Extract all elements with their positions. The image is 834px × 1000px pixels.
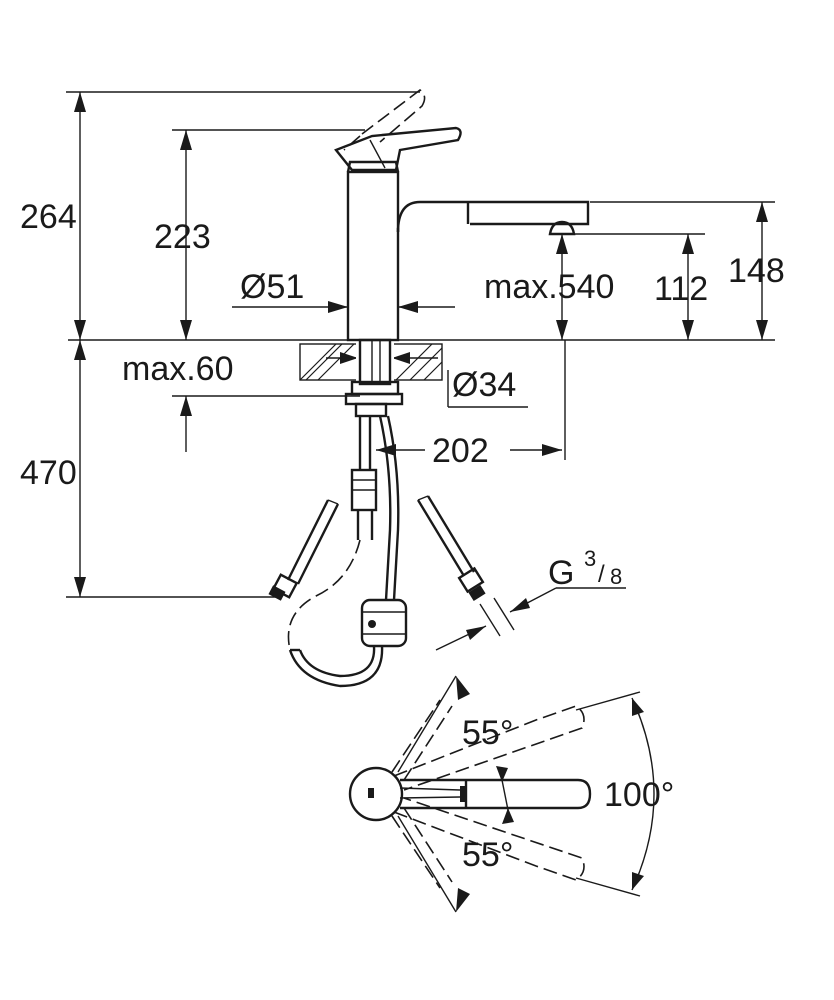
- dim-264: 264: [20, 198, 77, 236]
- dim-max540: max.540: [484, 268, 614, 306]
- dim-51: Ø51: [240, 268, 304, 306]
- hoses: [268, 415, 626, 688]
- dimension-arrows: [74, 92, 768, 597]
- countertop-section: [299, 338, 443, 418]
- angle-55-lower: 55°: [462, 836, 513, 874]
- plan-view: [348, 675, 655, 913]
- angle-100: 100°: [604, 776, 674, 814]
- dim-223: 223: [154, 218, 211, 256]
- dimension-labels: 264 223 Ø51 max.540 112 148 max.60 Ø34 2…: [20, 198, 785, 874]
- dim-112: 112: [654, 270, 708, 308]
- thread-num: 3: [584, 546, 596, 571]
- dim-470: 470: [20, 454, 77, 492]
- thread-g: G: [548, 554, 574, 592]
- dim-max60: max.60: [122, 350, 234, 388]
- dim-202: 202: [432, 432, 489, 470]
- dim-148: 148: [728, 252, 785, 290]
- angle-55-upper: 55°: [462, 714, 513, 752]
- thread-slash: /: [598, 561, 605, 588]
- dim-34: Ø34: [452, 366, 516, 404]
- thread-den: 8: [610, 564, 622, 589]
